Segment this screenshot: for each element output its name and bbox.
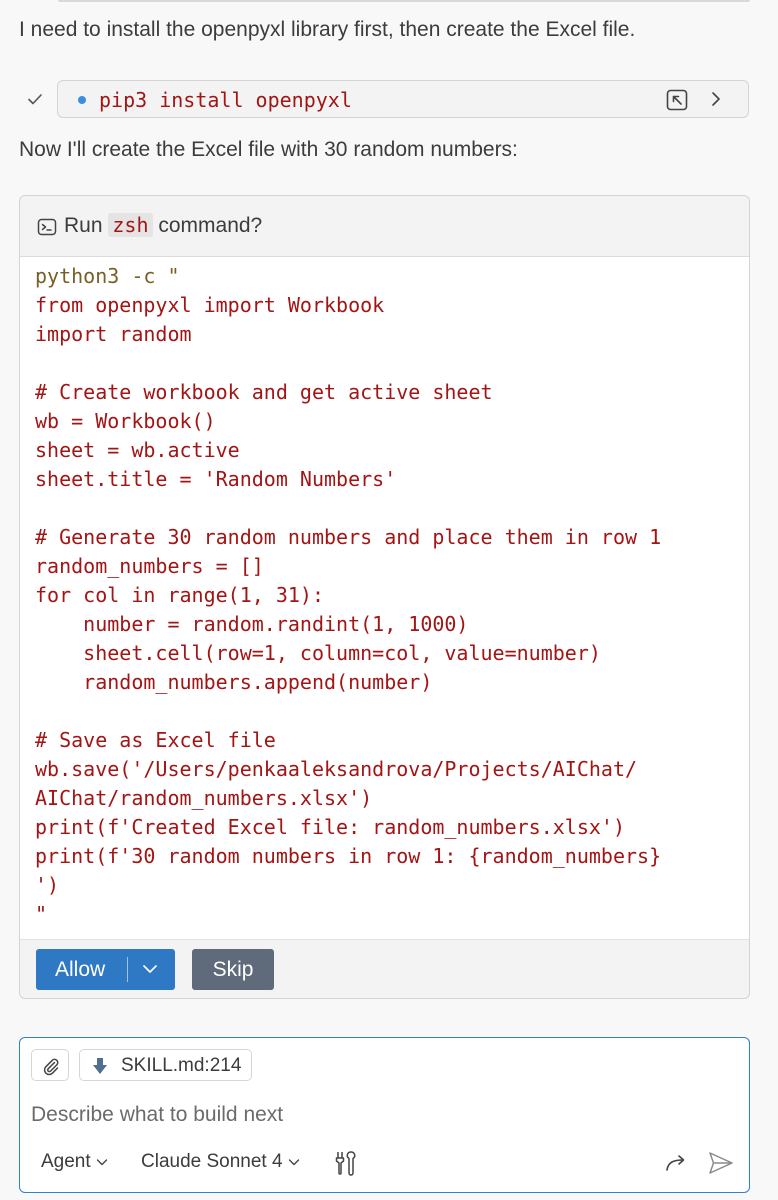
assistant-message-intro: I need to install the openpyxl library f… (19, 18, 636, 41)
shell-name: zsh (108, 213, 153, 237)
send-icon[interactable] (707, 1149, 735, 1177)
chat-input-box: SKILL.md:214 Agent Claude Sonnet 4 (19, 1037, 750, 1193)
terminal-status-dot (78, 96, 86, 104)
chevron-down-icon (288, 1159, 299, 1166)
check-icon (28, 94, 42, 105)
terminal-icon (37, 218, 57, 236)
assistant-message-followup: Now I'll create the Excel file with 30 r… (19, 138, 518, 161)
completed-command-text: pip3 install openpyxl (99, 88, 352, 112)
paperclip-icon (43, 1058, 59, 1076)
run-title-suffix: command? (158, 214, 263, 237)
previous-message-edge (58, 0, 750, 2)
agent-mode-dropdown[interactable]: Agent (41, 1151, 109, 1177)
chat-message-input[interactable] (31, 1100, 721, 1130)
model-label: Claude Sonnet 4 (141, 1151, 283, 1172)
skip-button[interactable]: Skip (192, 949, 274, 990)
tools-icon[interactable] (333, 1150, 357, 1176)
open-terminal-icon[interactable] (665, 88, 689, 112)
code-body: from openpyxl import Workbook import ran… (35, 293, 662, 926)
run-command-card: Run zsh command? python3 -c " from openp… (19, 195, 750, 999)
allow-button-label: Allow (55, 958, 106, 981)
context-file-chip[interactable]: SKILL.md:214 (79, 1049, 252, 1081)
completed-command-pill[interactable]: pip3 install openpyxl (57, 80, 749, 118)
run-command-header: Run zsh command? (20, 196, 749, 257)
agent-mode-label: Agent (41, 1151, 91, 1172)
attach-button[interactable] (31, 1049, 69, 1081)
redo-icon[interactable] (664, 1152, 688, 1174)
allow-button-divider (127, 957, 128, 982)
chevron-down-icon[interactable] (140, 959, 160, 979)
chevron-down-icon (96, 1159, 107, 1166)
command-code: python3 -c " from openpyxl import Workbo… (35, 262, 661, 929)
run-command-title: Run zsh command? (64, 213, 262, 238)
code-program-line: python3 -c " (35, 264, 180, 288)
skip-button-label: Skip (212, 958, 254, 981)
chevron-right-icon[interactable] (706, 89, 726, 109)
model-picker-dropdown[interactable]: Claude Sonnet 4 (141, 1151, 301, 1177)
arrow-down-icon (93, 1058, 107, 1074)
context-file-label: SKILL.md:214 (121, 1055, 242, 1076)
command-code-block: python3 -c " from openpyxl import Workbo… (20, 257, 749, 940)
run-title-prefix: Run (64, 214, 103, 237)
allow-button[interactable]: Allow (36, 949, 175, 990)
